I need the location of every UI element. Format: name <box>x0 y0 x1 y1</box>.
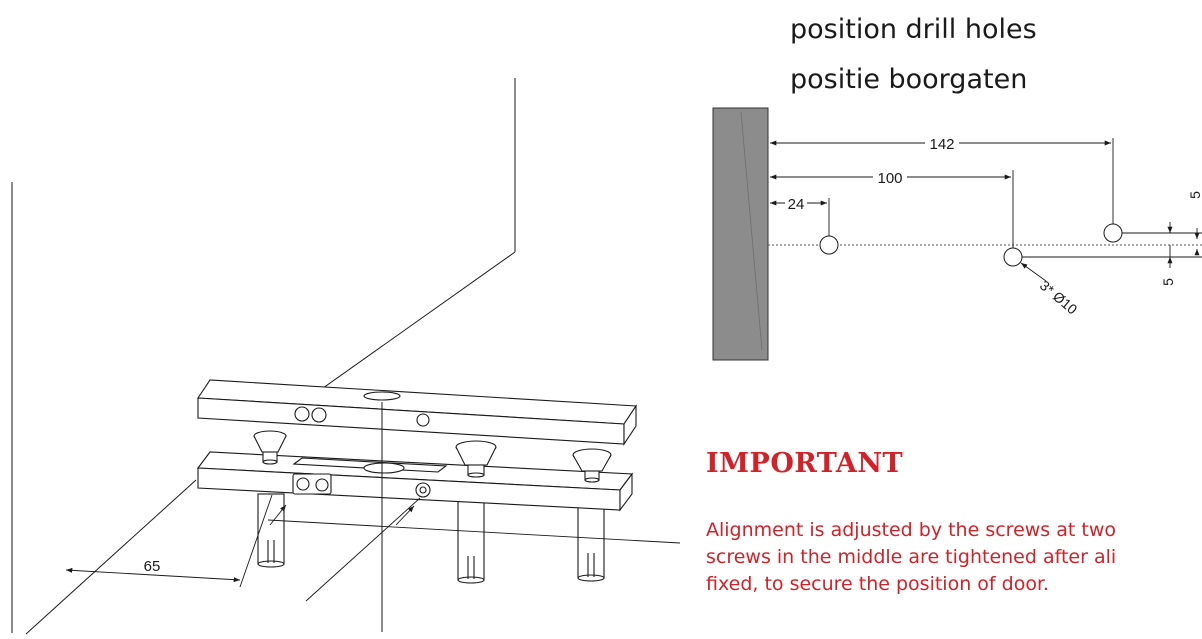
important-note-line-3: fixed, to secure the position of door. <box>706 573 1050 595</box>
wall-section-hatch <box>740 111 763 351</box>
dimension-65 <box>65 494 681 602</box>
drill-holes-title-nl: positie boorgaten <box>790 64 1028 95</box>
dimension-5-top-label: 5 <box>1187 191 1202 199</box>
drill-hole-1 <box>819 235 839 255</box>
dimension-142-label: 142 <box>929 136 954 153</box>
drill-hole-diagram: 142 100 24 5 5 3* Ø10 <box>712 107 1202 361</box>
drill-holes-title-en: position drill holes <box>790 14 1037 45</box>
fix-screw-middle <box>455 440 497 478</box>
important-heading: IMPORTANT <box>706 448 904 479</box>
adjust-screw-left <box>253 430 287 465</box>
top-clamp-plate <box>197 379 637 446</box>
isometric-room <box>11 78 516 635</box>
important-note-line-2: screws in the middle are tightened after… <box>706 546 1117 568</box>
dimension-24-label: 24 <box>788 196 805 213</box>
base-plate-assembly <box>196 430 634 584</box>
dimension-65-label: 65 <box>144 558 161 575</box>
adjust-screw-right <box>572 448 612 483</box>
drill-hole-3 <box>1103 223 1123 243</box>
dimension-5-bottom-label: 5 <box>1160 278 1176 286</box>
dimension-100-label: 100 <box>877 170 902 187</box>
important-note: Alignment is adjusted by the screws at t… <box>706 517 1202 598</box>
hole-spec-label: 3* Ø10 <box>1037 277 1081 317</box>
drill-hole-2 <box>1003 247 1023 267</box>
important-note-line-1: Alignment is adjusted by the screws at t… <box>706 519 1116 541</box>
